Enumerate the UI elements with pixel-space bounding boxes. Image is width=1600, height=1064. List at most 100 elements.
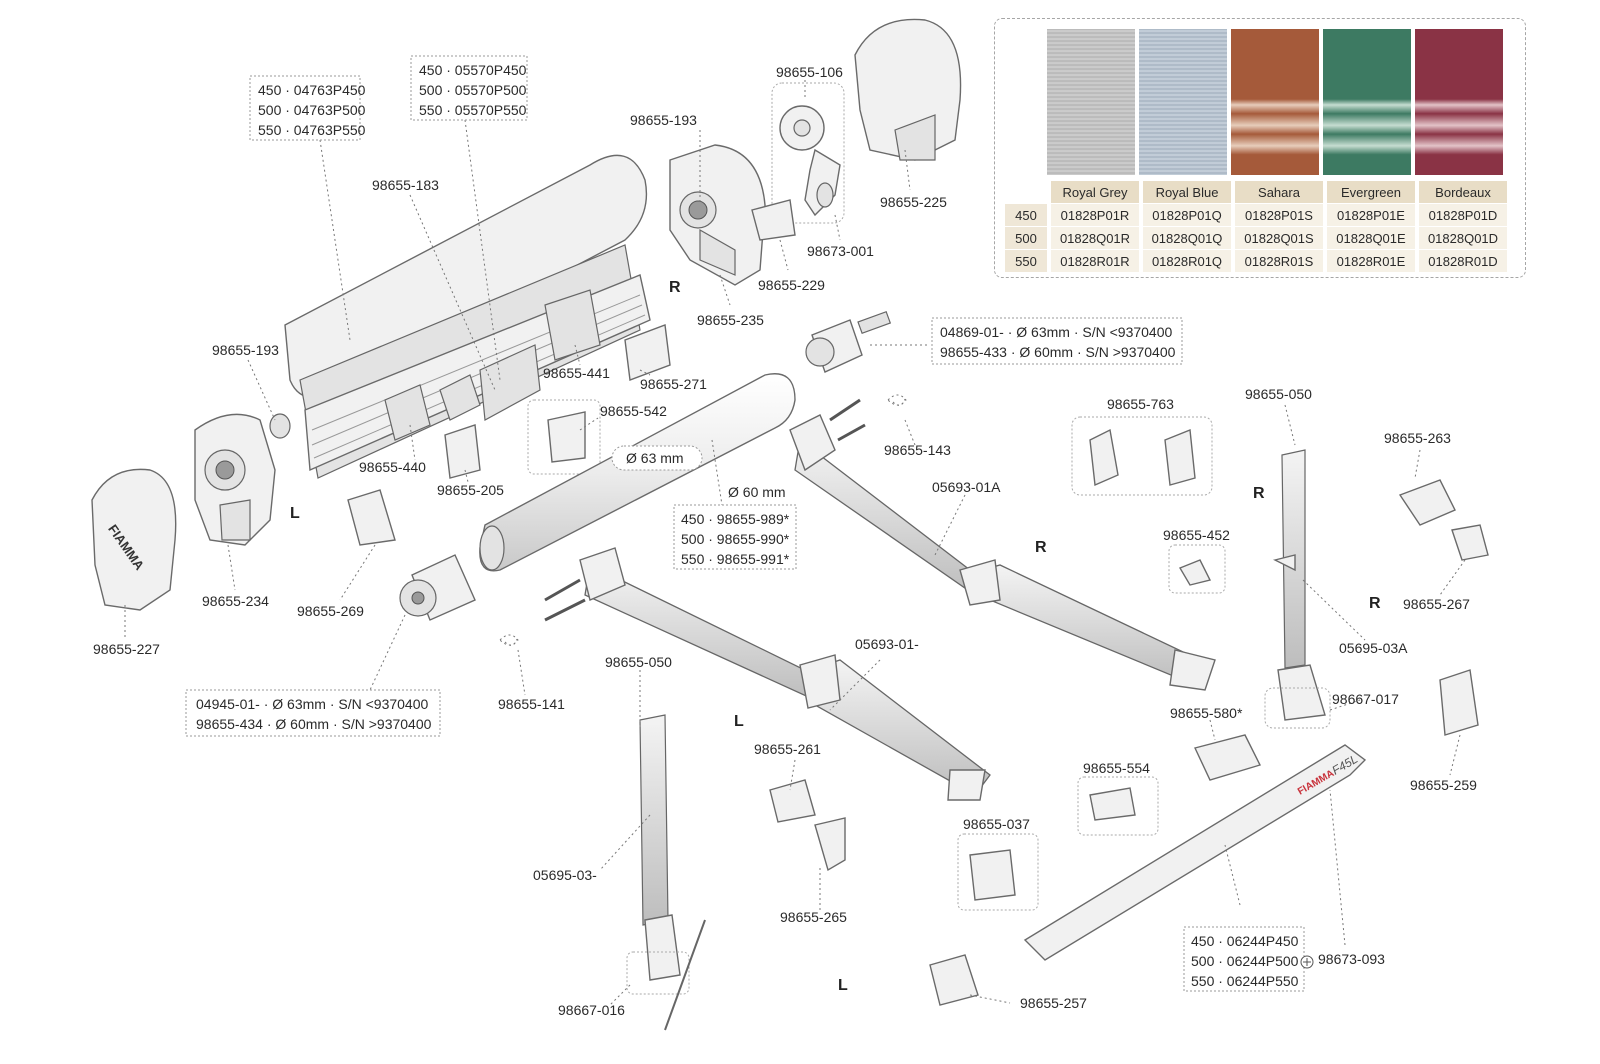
bracket-267 [1451,524,1489,561]
tube-end-04945 [399,554,476,621]
swatch-royal-blue [1139,29,1227,175]
end-piece-271 [624,324,671,381]
label-98655-234: 98655-234 [202,593,269,609]
callout-06244-line3: 550 · 06244P550 [1191,973,1299,989]
box-554 [1077,776,1159,836]
plus-icon-mark [1303,958,1311,966]
label-98655-763: 98655-763 [1107,396,1174,412]
table-cell: 01828R01Q [1139,249,1233,273]
tube-63-label: Ø 63 mm [626,450,684,466]
table-row: 450 01828P01R 01828P01Q 01828P01S 01828P… [1005,203,1507,227]
label-98667-016: 98667-016 [558,1002,625,1018]
label-98655-441: 98655-441 [543,365,610,381]
label-98673-001: 98673-001 [807,243,874,259]
table-cell: 01828R01D [1415,249,1507,273]
table-cell: 01828P01Q [1139,203,1233,227]
bracket-265 [814,817,846,872]
side-letter-l2: L [734,713,744,730]
awning-case [284,154,651,479]
label-05693-01: 05693-01- [855,636,919,652]
bracket-263 [1398,479,1456,526]
table-row: 500 01828Q01R 01828Q01Q 01828Q01S 01828Q… [1005,226,1507,250]
tube-63-badge [611,445,703,471]
callout-989-line3: 550 · 98655-991* [681,551,790,567]
clip-542 [547,411,586,463]
end-cap-right [669,144,766,286]
leader-lines [124,80,1466,1006]
clip-269 [347,489,396,546]
table-cell: 01828R01E [1323,249,1417,273]
label-98673-093: 98673-093 [1318,951,1385,967]
table-cell: 01828P01E [1323,203,1417,227]
label-98655-205: 98655-205 [437,482,504,498]
knob-452 [1178,559,1212,586]
tube-end-04869 [805,310,892,373]
side-letter-r4: R [1369,595,1381,612]
swatch-bordeaux [1415,29,1503,175]
fabric-table-panel: Royal Grey Royal Blue Sahara Evergreen B… [994,18,1526,278]
side-letter-l1: L [290,505,300,522]
callout-box-06244 [1183,926,1305,992]
row-size: 550 [1005,249,1049,273]
label-98655-050-right: 98655-050 [1245,386,1312,402]
table-cell: 01828Q01R [1047,226,1141,250]
side-letter-r3: R [1253,485,1265,502]
label-05695-03A: 05695-03A [1339,640,1408,656]
fabric-table-header-row: Royal Grey Royal Blue Sahara Evergreen B… [1005,181,1507,204]
box-452 [1168,544,1226,594]
label-98655-269: 98655-269 [297,603,364,619]
row-size: 450 [1005,203,1049,227]
bracket-257 [929,954,979,1006]
callout-04869-line2: 98655-433 · Ø 60mm · S/N >9370400 [940,344,1176,360]
callout-04945-line1: 04945-01- · Ø 63mm · S/N <9370400 [196,696,429,712]
label-98655-193-left: 98655-193 [212,342,279,358]
bracket-261 [769,779,816,823]
label-98667-017: 98667-017 [1332,691,1399,707]
callout-989-line2: 500 · 98655-990* [681,531,790,547]
label-98655-267: 98655-267 [1403,596,1470,612]
box-763 [1071,416,1213,496]
spring-141 [499,634,519,646]
table-cell: 01828Q01D [1415,226,1507,250]
side-letter-r2: R [1035,539,1047,556]
side-letter-r1: R [669,279,681,296]
callout-04869-line1: 04869-01- · Ø 63mm · S/N <9370400 [940,324,1173,340]
bushing-193 [269,413,291,439]
swatch-sahara [1231,29,1319,175]
leg-right [1264,449,1331,729]
callout-05570-line2: 500 · 05570P500 [419,82,527,98]
label-98655-227: 98655-227 [93,641,160,657]
side-letter-l3: L [838,977,848,994]
label-98655-542: 98655-542 [600,403,667,419]
column-header: Royal Blue [1139,181,1233,204]
label-98655-580: 98655-580* [1170,705,1243,721]
arm-right [789,398,1216,691]
swatch-evergreen [1323,29,1411,175]
table-cell: 01828Q01S [1231,226,1325,250]
tube-60-label: Ø 60 mm [728,484,786,500]
clip-037 [969,849,1016,901]
label-05693-01A: 05693-01A [932,479,1001,495]
box-037 [957,833,1039,911]
column-header: Royal Grey [1047,181,1141,204]
label-98655-440: 98655-440 [359,459,426,475]
label-98655-193-top: 98655-193 [630,112,697,128]
column-header: Evergreen [1323,181,1417,204]
column-header: Bordeaux [1415,181,1507,204]
leg-left [626,714,706,1031]
box-542 [527,399,601,475]
header-corner [1005,181,1049,204]
table-cell: 01828P01R [1047,203,1141,227]
callout-box-05570 [410,55,528,121]
end-cap-left [194,413,276,546]
table-cell: 01828P01D [1415,203,1507,227]
table-row: 550 01828R01R 01828R01Q 01828R01S 01828R… [1005,249,1507,273]
label-98655-183: 98655-183 [372,177,439,193]
side-cover-left: FIAMMA [91,468,177,611]
label-98655-141: 98655-141 [498,696,565,712]
label-98655-106: 98655-106 [776,64,843,80]
fabric-code-table: Royal Grey Royal Blue Sahara Evergreen B… [1005,181,1507,273]
clip-554 [1089,787,1136,821]
callout-06244-line2: 500 · 06244P500 [1191,953,1299,969]
